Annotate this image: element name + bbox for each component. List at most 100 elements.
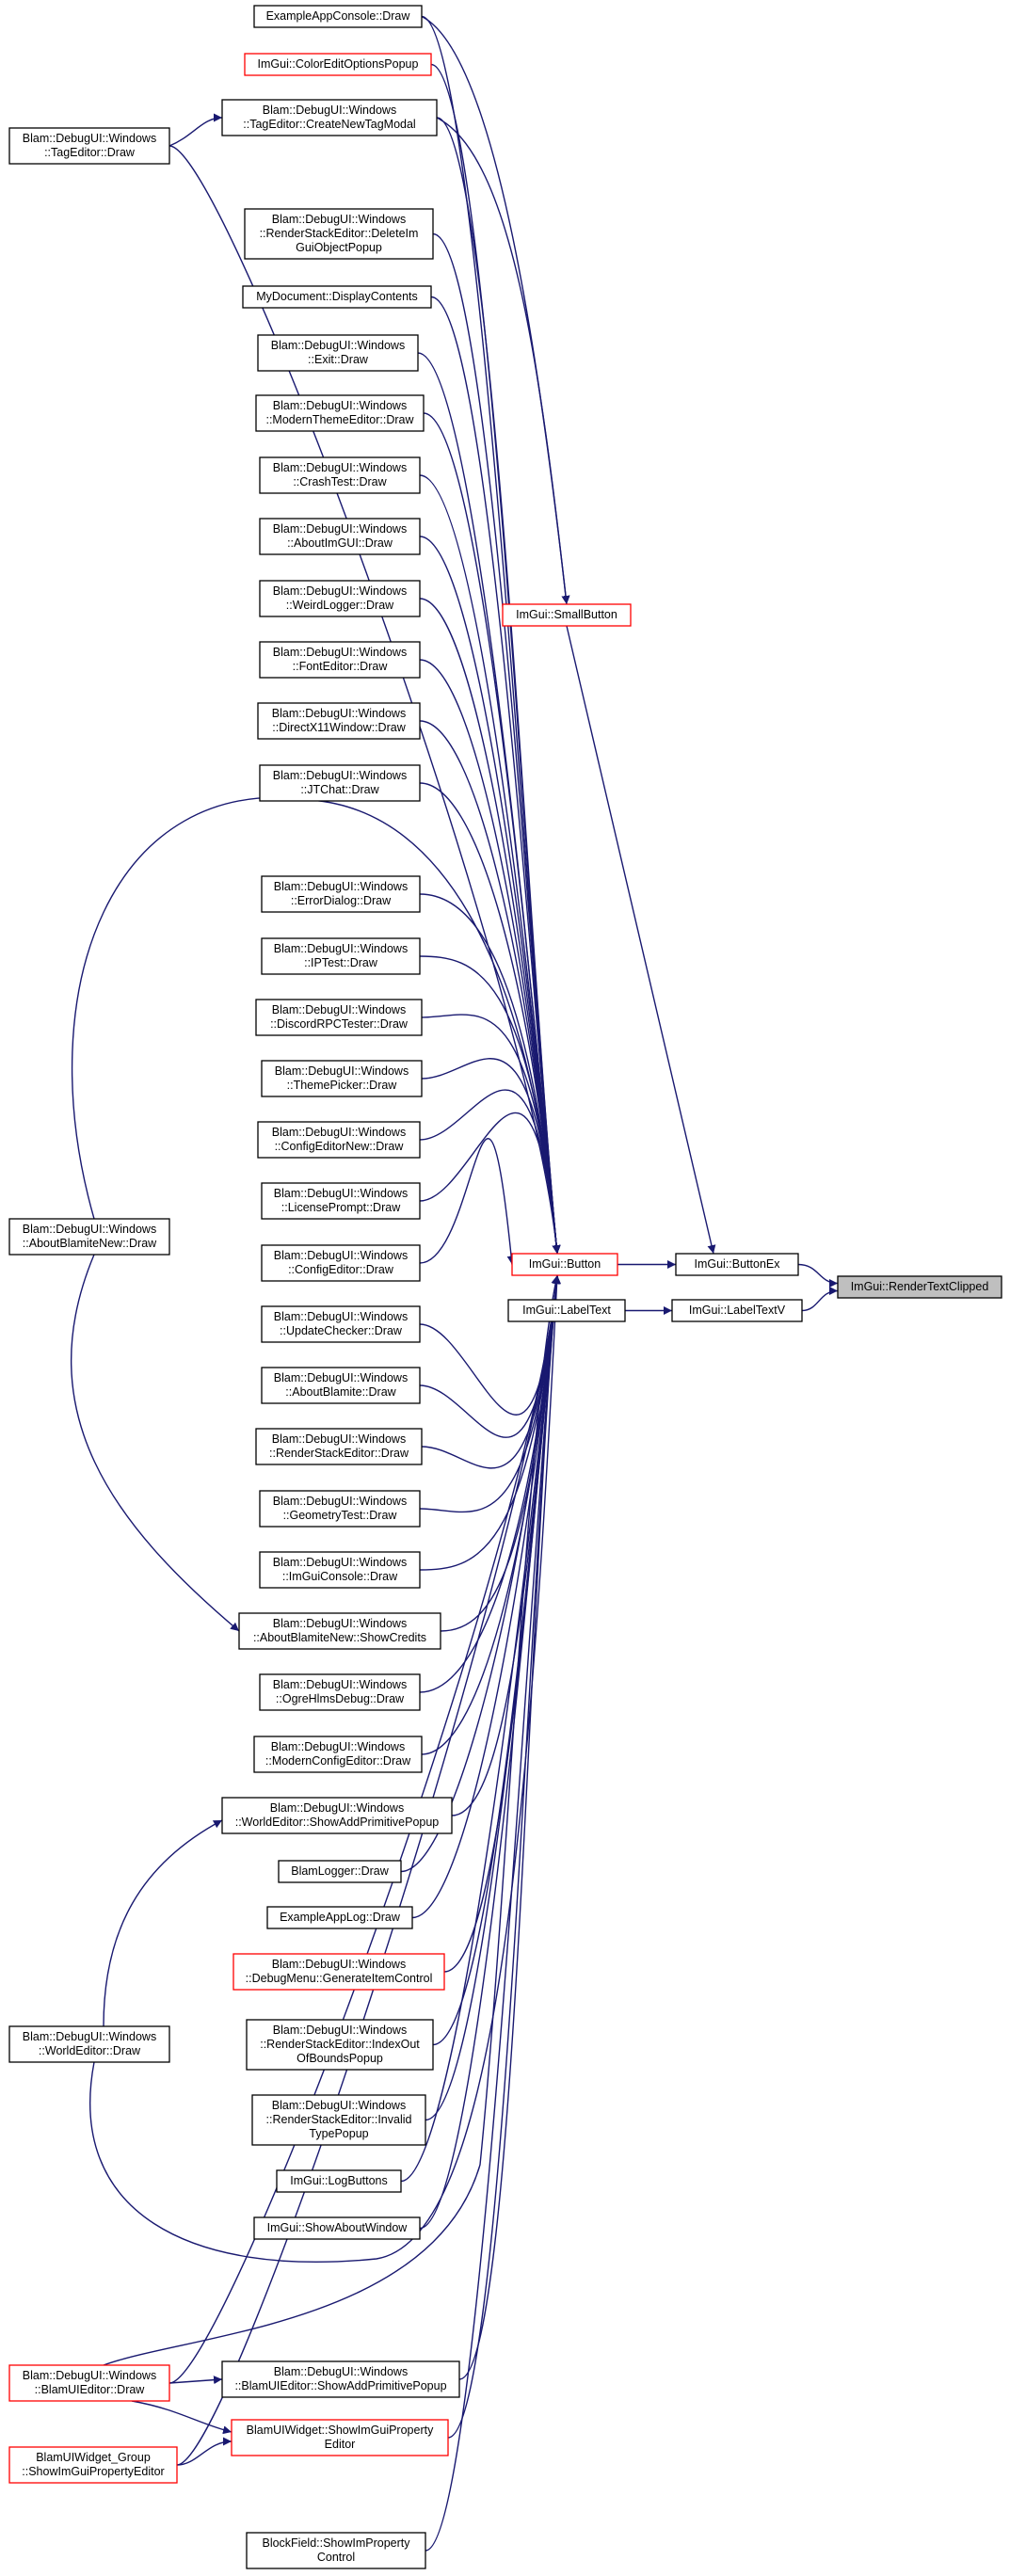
edge-to-button <box>447 1274 561 2439</box>
node-label: ::ImGuiConsole::Draw <box>282 1570 398 1583</box>
node-modcfg[interactable]: Blam::DebugUI::Windows::ModernConfigEdit… <box>253 1736 423 1773</box>
node-credits[interactable]: Blam::DebugUI::Windows::AboutBlamiteNew:… <box>238 1612 441 1650</box>
node-button[interactable]: ImGui::Button <box>511 1253 618 1276</box>
node-label: Control <box>317 2551 355 2564</box>
node-tageditor[interactable]: Blam::DebugUI::Windows::TagEditor::Draw <box>8 127 170 165</box>
node-cfgnew[interactable]: Blam::DebugUI::Windows::ConfigEditorNew:… <box>257 1121 421 1159</box>
node-crash[interactable]: Blam::DebugUI::Windows::CrashTest::Draw <box>259 456 421 494</box>
node-label: ::TagEditor::CreateNewTagModal <box>243 118 415 131</box>
edge-to-button <box>421 1058 561 1255</box>
node-box <box>675 1253 799 1276</box>
node-label: ::GeometryTest::Draw <box>283 1509 398 1522</box>
node-labeltext[interactable]: ImGui::LabelText <box>507 1299 626 1322</box>
node-label: Blam::DebugUI::Windows <box>273 522 407 536</box>
node-console[interactable]: ExampleAppConsole::Draw <box>253 5 423 28</box>
node-box <box>257 702 421 740</box>
node-small[interactable]: ImGui::SmallButton <box>502 603 632 627</box>
node-theme[interactable]: Blam::DebugUI::Windows::ThemePicker::Dra… <box>261 1060 423 1097</box>
node-box <box>257 334 419 372</box>
node-errdlg[interactable]: Blam::DebugUI::Windows::ErrorDialog::Dra… <box>261 875 421 913</box>
edge-to-smallbutton <box>421 15 570 605</box>
node-font[interactable]: Blam::DebugUI::Windows::FontEditor::Draw <box>259 641 421 679</box>
node-label: ExampleAppLog::Draw <box>280 1911 401 1924</box>
node-label: Blam::DebugUI::Windows <box>271 1740 405 1753</box>
node-label: Blam::DebugUI::Windows <box>23 2369 156 2382</box>
edge-to-button <box>430 296 561 1255</box>
node-label: Blam::DebugUI::Windows <box>273 584 407 598</box>
node-aboutbl[interactable]: Blam::DebugUI::Windows::AboutBlamite::Dr… <box>261 1367 421 1404</box>
node-iptest[interactable]: Blam::DebugUI::Windows::IPTest::Draw <box>261 937 421 975</box>
node-bueprim[interactable]: Blam::DebugUI::Windows::BlamUIEditor::Sh… <box>221 2360 460 2398</box>
node-label: ::ErrorDialog::Draw <box>291 894 392 907</box>
edge-tageditor-tagmodal <box>168 113 223 147</box>
node-ogre[interactable]: Blam::DebugUI::Windows::OgreHlmsDebug::D… <box>259 1673 421 1711</box>
node-box <box>259 764 421 802</box>
node-label: Blam::DebugUI::Windows <box>272 213 406 226</box>
node-box <box>259 641 421 679</box>
node-buedit[interactable]: Blam::DebugUI::Windows::BlamUIEditor::Dr… <box>8 2364 170 2402</box>
node-group[interactable]: BlamUIWidget_Group::ShowImGuiPropertyEdi… <box>8 2446 178 2484</box>
node-label: ExampleAppConsole::Draw <box>266 9 411 23</box>
node-label: ::ConfigEditorNew::Draw <box>275 1140 405 1153</box>
node-label: ::RenderStackEditor::DeleteIm <box>260 227 419 240</box>
node-box <box>244 208 434 260</box>
node-btnex[interactable]: ImGui::ButtonEx <box>675 1253 799 1276</box>
node-propedit[interactable]: BlamUIWidget::ShowImGuiPropertyEditor <box>231 2419 449 2456</box>
node-box <box>255 394 425 432</box>
node-label: ::ConfigEditor::Draw <box>288 1263 394 1276</box>
node-box <box>8 127 170 165</box>
node-label: ::FontEditor::Draw <box>293 660 389 673</box>
node-cfgedit[interactable]: Blam::DebugUI::Windows::ConfigEditor::Dr… <box>261 1244 421 1282</box>
node-label: BlamLogger::Draw <box>291 1864 389 1878</box>
node-label: Blam::DebugUI::Windows <box>272 1003 406 1016</box>
node-about[interactable]: ImGui::ShowAboutWindow <box>253 2216 421 2240</box>
node-discord[interactable]: Blam::DebugUI::Windows::DiscordRPCTester… <box>255 999 423 1036</box>
node-aboutimgui[interactable]: Blam::DebugUI::Windows::AboutImGUI::Draw <box>259 518 421 555</box>
node-label: ::WorldEditor::Draw <box>39 2044 141 2057</box>
node-box <box>507 1299 626 1322</box>
node-tagmodal[interactable]: Blam::DebugUI::Windows::TagEditor::Creat… <box>221 99 438 136</box>
node-label: ::AboutBlamiteNew::Draw <box>23 1237 157 1250</box>
node-dx11[interactable]: Blam::DebugUI::Windows::DirectX11Window:… <box>257 702 421 740</box>
node-label: Blam::DebugUI::Windows <box>274 1187 408 1200</box>
node-labelv[interactable]: ImGui::LabelTextV <box>671 1299 803 1322</box>
node-label: ImGui::ButtonEx <box>694 1257 780 1271</box>
node-exit[interactable]: Blam::DebugUI::Windows::Exit::Draw <box>257 334 419 372</box>
edge-labeltextv-render <box>801 1287 839 1312</box>
node-worldedit[interactable]: Blam::DebugUI::Windows::WorldEditor::Dra… <box>8 2025 170 2063</box>
node-logbtn[interactable]: ImGui::LogButtons <box>276 2169 402 2193</box>
node-label: Blam::DebugUI::Windows <box>273 1678 407 1691</box>
node-label: Blam::DebugUI::Windows <box>273 1556 407 1569</box>
node-weprim[interactable]: Blam::DebugUI::Windows::WorldEditor::Sho… <box>221 1797 453 1834</box>
edge-buttonex-render <box>797 1263 839 1288</box>
node-coloredit[interactable]: ImGui::ColorEditOptionsPopup <box>244 53 432 76</box>
node-box <box>261 937 421 975</box>
node-rsinv[interactable]: Blam::DebugUI::Windows::RenderStackEdito… <box>251 2094 426 2146</box>
node-label: Blam::DebugUI::Windows <box>273 646 407 659</box>
node-label: Blam::DebugUI::Windows <box>23 2030 156 2043</box>
node-blamlog[interactable]: BlamLogger::Draw <box>278 1860 402 1883</box>
node-update[interactable]: Blam::DebugUI::Windows::UpdateChecker::D… <box>261 1305 421 1343</box>
node-render[interactable]: ImGui::RenderTextClipped <box>837 1275 1002 1299</box>
node-jtchat[interactable]: Blam::DebugUI::Windows::JTChat::Draw <box>259 764 421 802</box>
node-weird[interactable]: Blam::DebugUI::Windows::WeirdLogger::Dra… <box>259 580 421 617</box>
node-box <box>221 1797 453 1834</box>
node-mydoc[interactable]: MyDocument::DisplayContents <box>242 285 432 309</box>
node-box <box>242 285 432 309</box>
node-label: Blam::DebugUI::Windows <box>23 1223 156 1236</box>
node-aboutnew[interactable]: Blam::DebugUI::Windows::AboutBlamiteNew:… <box>8 1218 170 1256</box>
node-imcon[interactable]: Blam::DebugUI::Windows::ImGuiConsole::Dr… <box>259 1551 421 1589</box>
node-rsoob[interactable]: Blam::DebugUI::Windows::RenderStackEdito… <box>246 2019 434 2071</box>
node-modtheme[interactable]: Blam::DebugUI::Windows::ModernThemeEdito… <box>255 394 425 432</box>
node-rsedit[interactable]: Blam::DebugUI::Windows::RenderStackEdito… <box>255 1428 423 1465</box>
node-label: Blam::DebugUI::Windows <box>271 339 405 352</box>
edge-bluieditor-button <box>103 1274 560 2366</box>
node-geom[interactable]: Blam::DebugUI::Windows::GeometryTest::Dr… <box>259 1490 421 1528</box>
node-rsdelete[interactable]: Blam::DebugUI::Windows::RenderStackEdito… <box>244 208 434 260</box>
node-label: ::IPTest::Draw <box>304 956 378 969</box>
node-applog[interactable]: ExampleAppLog::Draw <box>266 1906 413 1929</box>
node-dbgmenu[interactable]: Blam::DebugUI::Windows::DebugMenu::Gener… <box>232 1953 445 1991</box>
node-license[interactable]: Blam::DebugUI::Windows::LicensePrompt::D… <box>261 1182 421 1220</box>
